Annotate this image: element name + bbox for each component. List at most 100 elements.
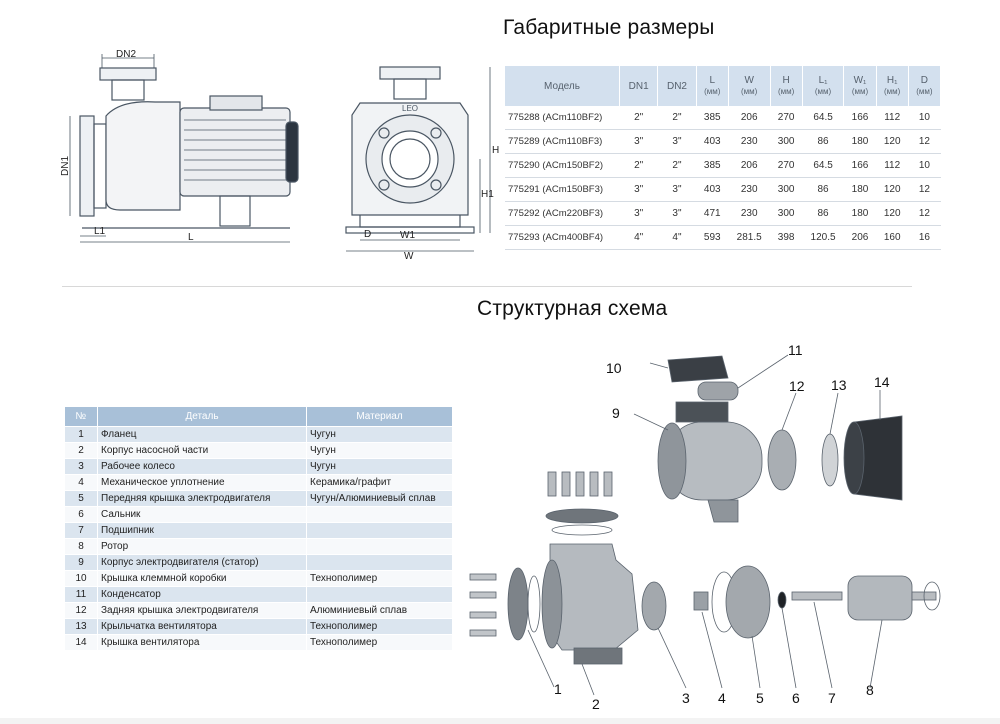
dim-header: W₁(мм) [843,66,877,106]
callout-9: 9 [612,405,620,421]
dim-cell: 403 [696,177,729,202]
model-cell: 775293 (ACm400BF4) [505,225,620,250]
dim-cell: 3" [619,177,658,202]
part-material: Технополимер [306,634,453,651]
part-name: Корпус электродвигателя (статор) [97,554,307,571]
l1-label: L1 [94,226,106,237]
dim-cell: 64.5 [802,106,844,130]
parts-header-material: Материал [306,407,453,427]
dim-cell: 64.5 [802,153,844,178]
structure-title: Структурная схема [477,297,668,320]
part-name: Механическое уплотнение [97,474,307,491]
part-material [306,586,453,603]
dim-header: H(мм) [770,66,803,106]
dn1-label: DN1 [60,156,71,176]
dim-cell: 270 [770,106,803,130]
dimensions-title: Габаритные размеры [503,16,715,39]
part-name: Ротор [97,538,307,555]
l-label: L [188,232,194,243]
dim-header: DN1 [619,66,659,106]
dim-cell: 86 [802,129,844,154]
parts-header-detail: Деталь [97,407,307,427]
dim-cell: 112 [876,153,909,178]
dim-cell: 112 [876,106,909,130]
part-name: Фланец [97,426,307,443]
dim-cell: 120 [876,177,909,202]
part-name: Передняя крышка электродвигателя [97,490,307,507]
dim-cell: 3" [619,129,658,154]
part-number: 6 [64,506,98,523]
part-name: Конденсатор [97,586,307,603]
dim-cell: 12 [908,129,941,154]
dim-cell: 10 [908,106,941,130]
part-number: 9 [64,554,98,571]
part-number: 12 [64,602,98,619]
part-number: 8 [64,538,98,555]
dim-cell: 120.5 [802,225,844,250]
h-label: H [492,145,499,156]
part-name: Сальник [97,506,307,523]
part-number: 13 [64,618,98,635]
part-name: Крышка клеммной коробки [97,570,307,587]
callout-8: 8 [866,682,874,698]
callout-10: 10 [606,360,622,376]
dim-cell: 230 [728,201,771,226]
part-material: Чугун [306,458,453,475]
dim-cell: 2" [657,153,697,178]
part-material: Чугун [306,426,453,443]
part-material: Технополимер [306,570,453,587]
dim-header: W(мм) [728,66,771,106]
dim-header: L(мм) [696,66,729,106]
dim-cell: 3" [657,201,697,226]
dim-cell: 281.5 [728,225,771,250]
dim-cell: 10 [908,153,941,178]
part-material: Чугун [306,442,453,459]
dim-header: H₁(мм) [876,66,909,106]
part-number: 5 [64,490,98,507]
dim-cell: 2" [619,153,658,178]
parts-header-row: № Деталь Материал [64,407,453,427]
callout-2: 2 [592,696,600,712]
part-material [306,506,453,523]
callout-12: 12 [789,378,805,394]
dim-cell: 16 [908,225,941,250]
dim-cell: 2" [657,106,697,130]
model-cell: 775292 (ACm220BF3) [505,201,620,226]
dn2-label: DN2 [116,50,136,60]
part-number: 14 [64,634,98,651]
dim-cell: 4" [619,225,658,250]
callout-11: 11 [788,342,803,358]
dim-cell: 3" [657,177,697,202]
part-material [306,522,453,539]
model-cell: 775291 (ACm150BF3) [505,177,620,202]
model-cell: 775288 (ACm110BF2) [505,106,620,130]
model-cell: 775290 (ACm150BF2) [505,153,620,178]
dim-cell: 206 [843,225,877,250]
h1-label: H1 [481,189,494,200]
part-material [306,554,453,571]
bottom-strip [0,718,1000,724]
dimensions-header-row: Модель DN1 DN2 L(мм) W(мм) H(мм) L₁(мм) … [505,66,942,106]
pump-front-view-drawing: LEO H H1 D W1 W [345,66,499,260]
dimensions-table: Модель DN1 DN2 L(мм) W(мм) H(мм) L₁(мм) … [505,66,942,250]
callout-4: 4 [718,690,726,706]
dim-header: Модель [505,66,620,106]
part-name: Крышка вентилятора [97,634,307,651]
dim-header: L₁(мм) [802,66,845,106]
dim-cell: 12 [908,177,941,202]
dim-cell: 86 [802,177,844,202]
w1-label: W1 [400,230,415,241]
dim-cell: 180 [843,201,877,226]
model-cell: 775289 (ACm110BF3) [505,129,620,154]
part-number: 2 [64,442,98,459]
